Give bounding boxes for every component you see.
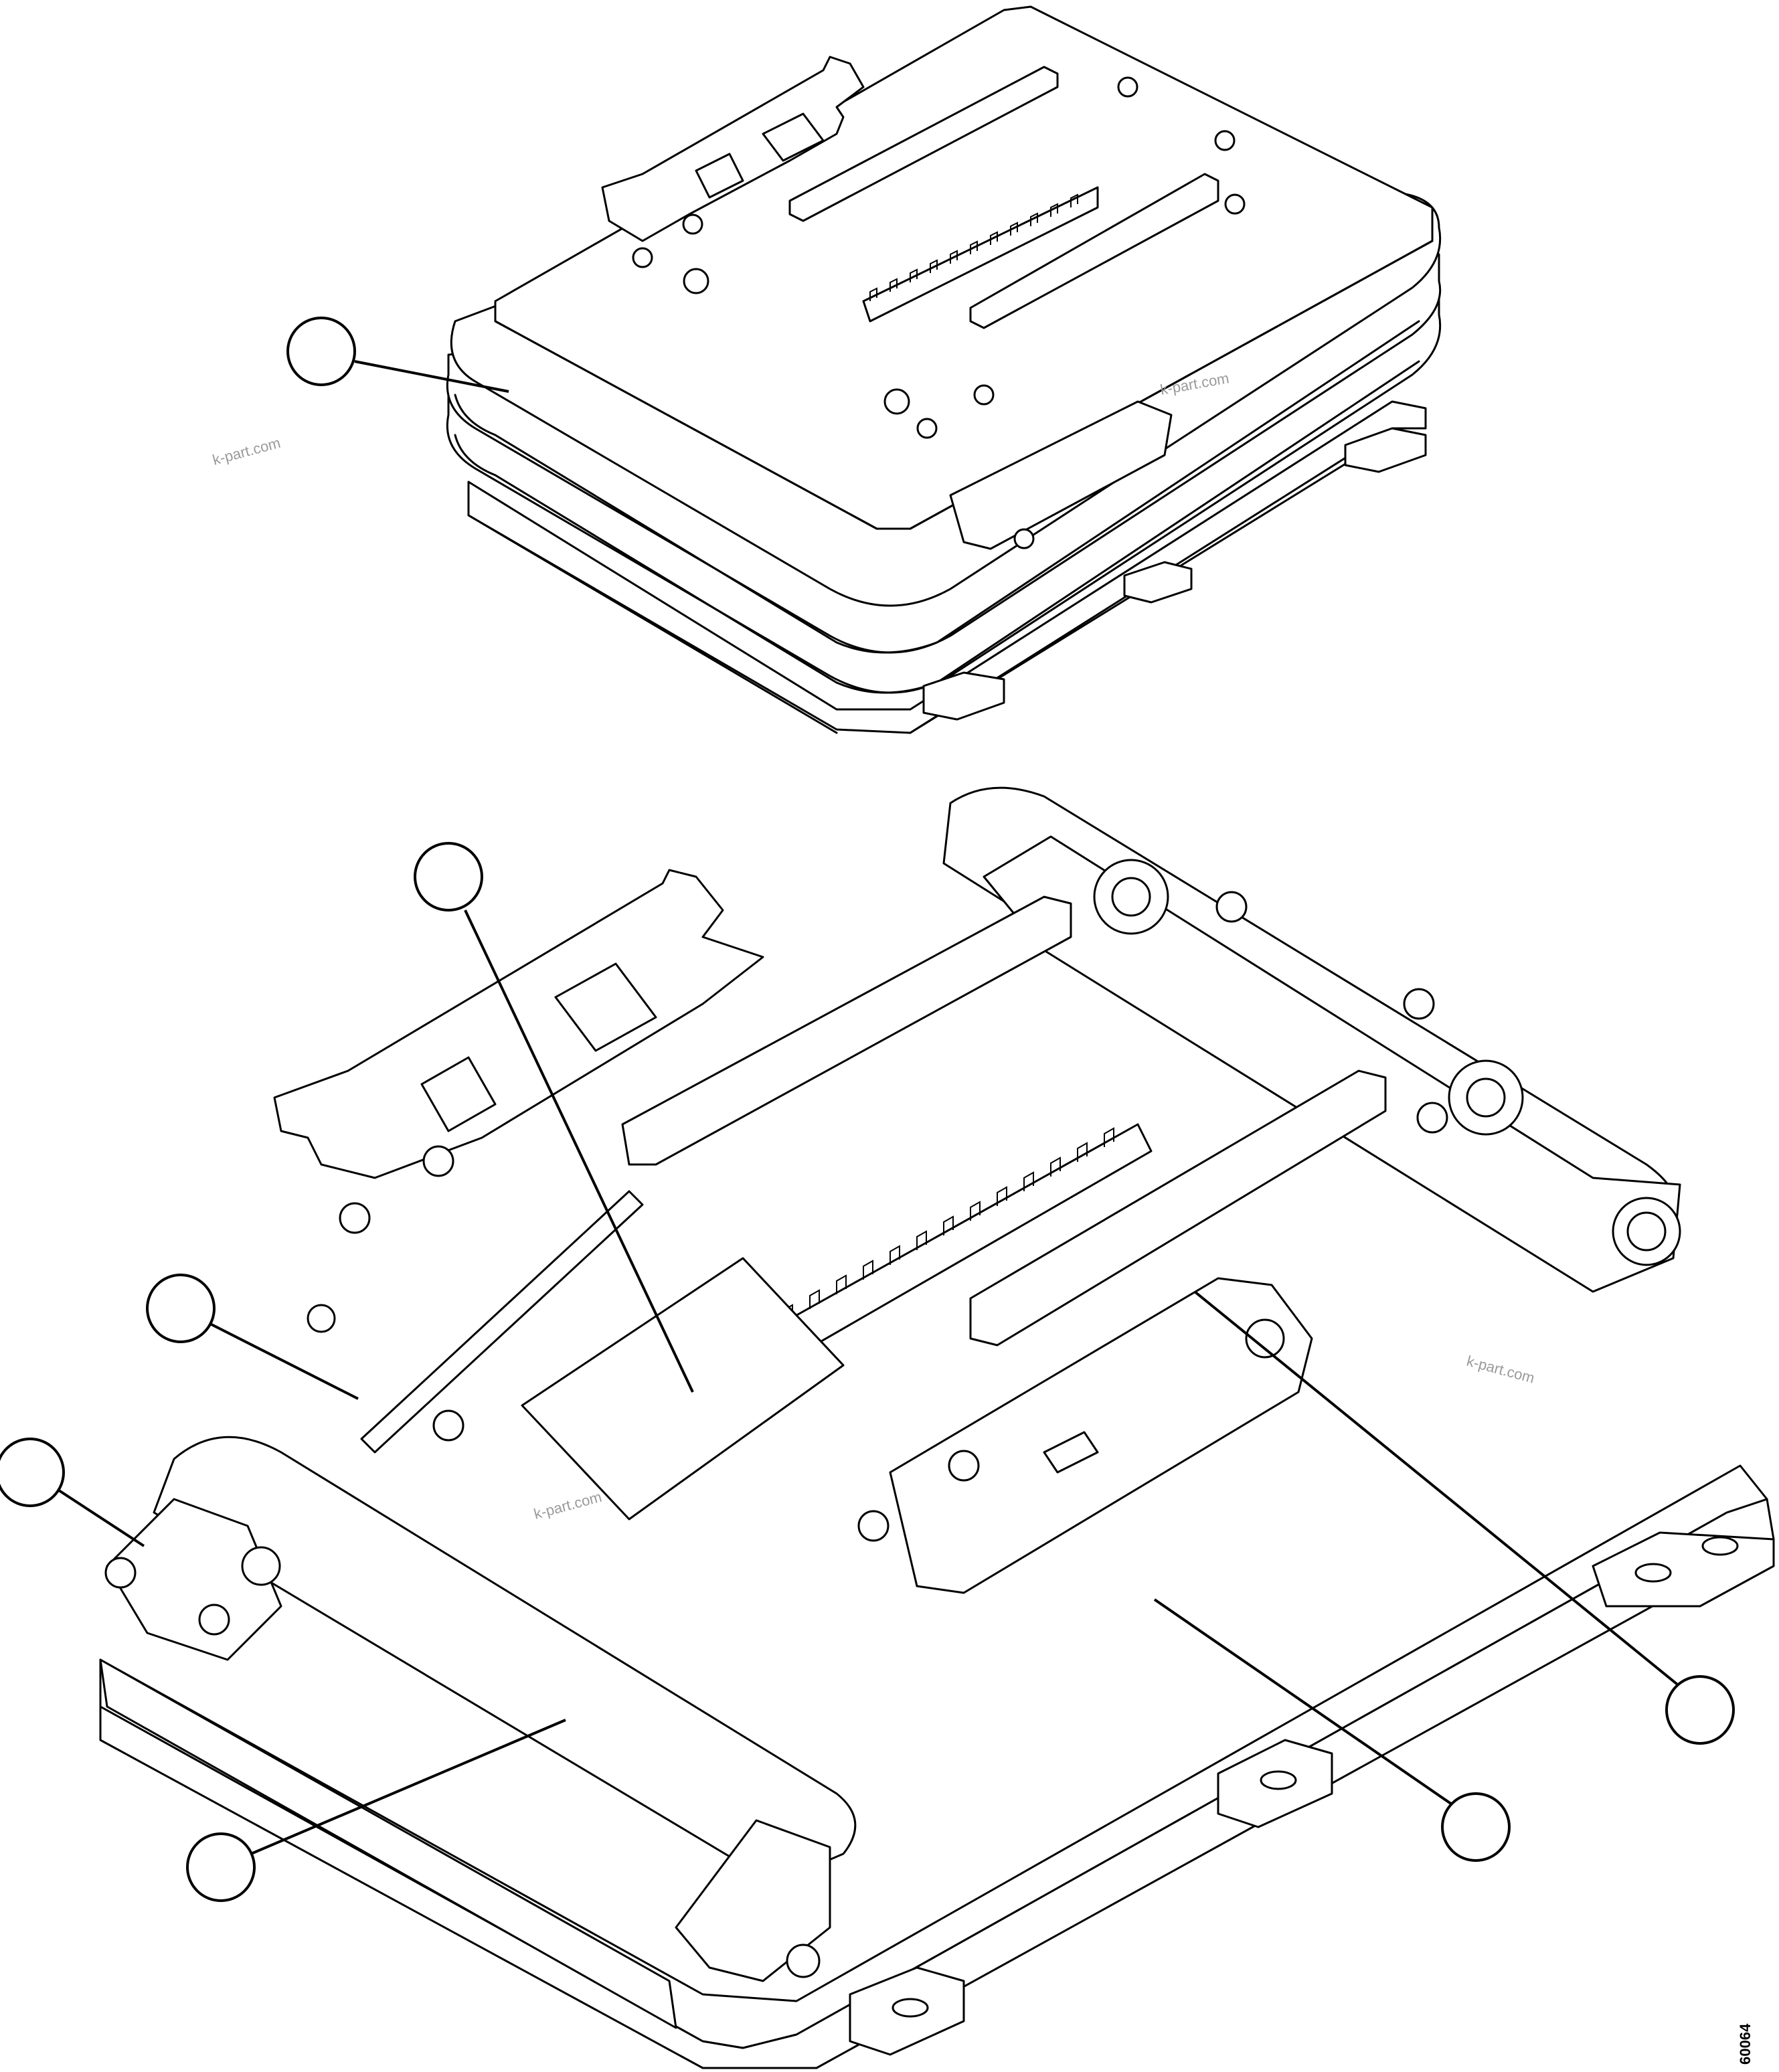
leader-line-5 <box>250 1719 566 1855</box>
side-bar-front <box>99 1658 677 2029</box>
frame-bolts <box>307 891 1448 1542</box>
adjustment-rack <box>862 186 1099 323</box>
callout-circle-1 <box>286 317 356 386</box>
front-pivot-nut <box>786 1944 821 1978</box>
cross-shaft <box>360 1190 644 1454</box>
front-linkage <box>675 1819 831 1982</box>
slide-rail-lower <box>969 1069 1387 1347</box>
left-linkage <box>106 1498 282 1661</box>
leader-line-4 <box>56 1488 145 1547</box>
leader-line-7 <box>1153 1598 1457 1808</box>
mounting-foot-top-1 <box>922 671 1005 721</box>
left-pivot-nut <box>241 1546 281 1586</box>
callout-circle-6 <box>1665 1675 1735 1745</box>
lower-suspension-mechanism <box>0 786 1775 2069</box>
damper-cylinder <box>521 1257 845 1521</box>
frame-boss-right <box>1448 1059 1524 1136</box>
watermark-1: k-part.com <box>211 434 282 468</box>
figure-code: 60064 <box>1737 2023 1754 2065</box>
leader-line-6 <box>1193 1290 1681 1688</box>
callout-circle-7 <box>1441 1792 1511 1862</box>
upper-suspension-assembly <box>286 5 1442 734</box>
mounting-foot-2 <box>1217 1739 1333 1828</box>
slide-rail-left <box>788 66 1059 222</box>
mounting-foot-top-2 <box>1123 561 1193 604</box>
leader-line-2 <box>464 910 694 1393</box>
callout-circle-2 <box>414 842 483 912</box>
handle-housing-top <box>949 400 1173 550</box>
handle-housing <box>889 1277 1313 1594</box>
callout-circle-3 <box>146 1274 216 1343</box>
callout-circle-5 <box>186 1832 256 1902</box>
watermark-4: k-part.com <box>1465 1353 1537 1387</box>
mounting-foot-3 <box>849 1966 965 2056</box>
leader-line-3 <box>208 1322 359 1400</box>
top-frame <box>983 835 1681 1293</box>
top-bolts <box>632 76 1246 549</box>
base-rail-plate <box>467 400 1427 734</box>
watermark-3: k-part.com <box>532 1488 604 1523</box>
mounting-foot-1 <box>1592 1531 1775 1608</box>
callout-circle-4 <box>0 1438 65 1507</box>
leader-line-1 <box>354 360 509 393</box>
mounting-foot-top-3 <box>1344 427 1427 473</box>
rear-pivot <box>1612 1197 1681 1266</box>
mounting-bracket-left <box>601 56 865 242</box>
slide-rail-upper <box>621 895 1072 1166</box>
frame-boss-left <box>1093 859 1169 935</box>
slide-rail-right <box>969 173 1219 329</box>
